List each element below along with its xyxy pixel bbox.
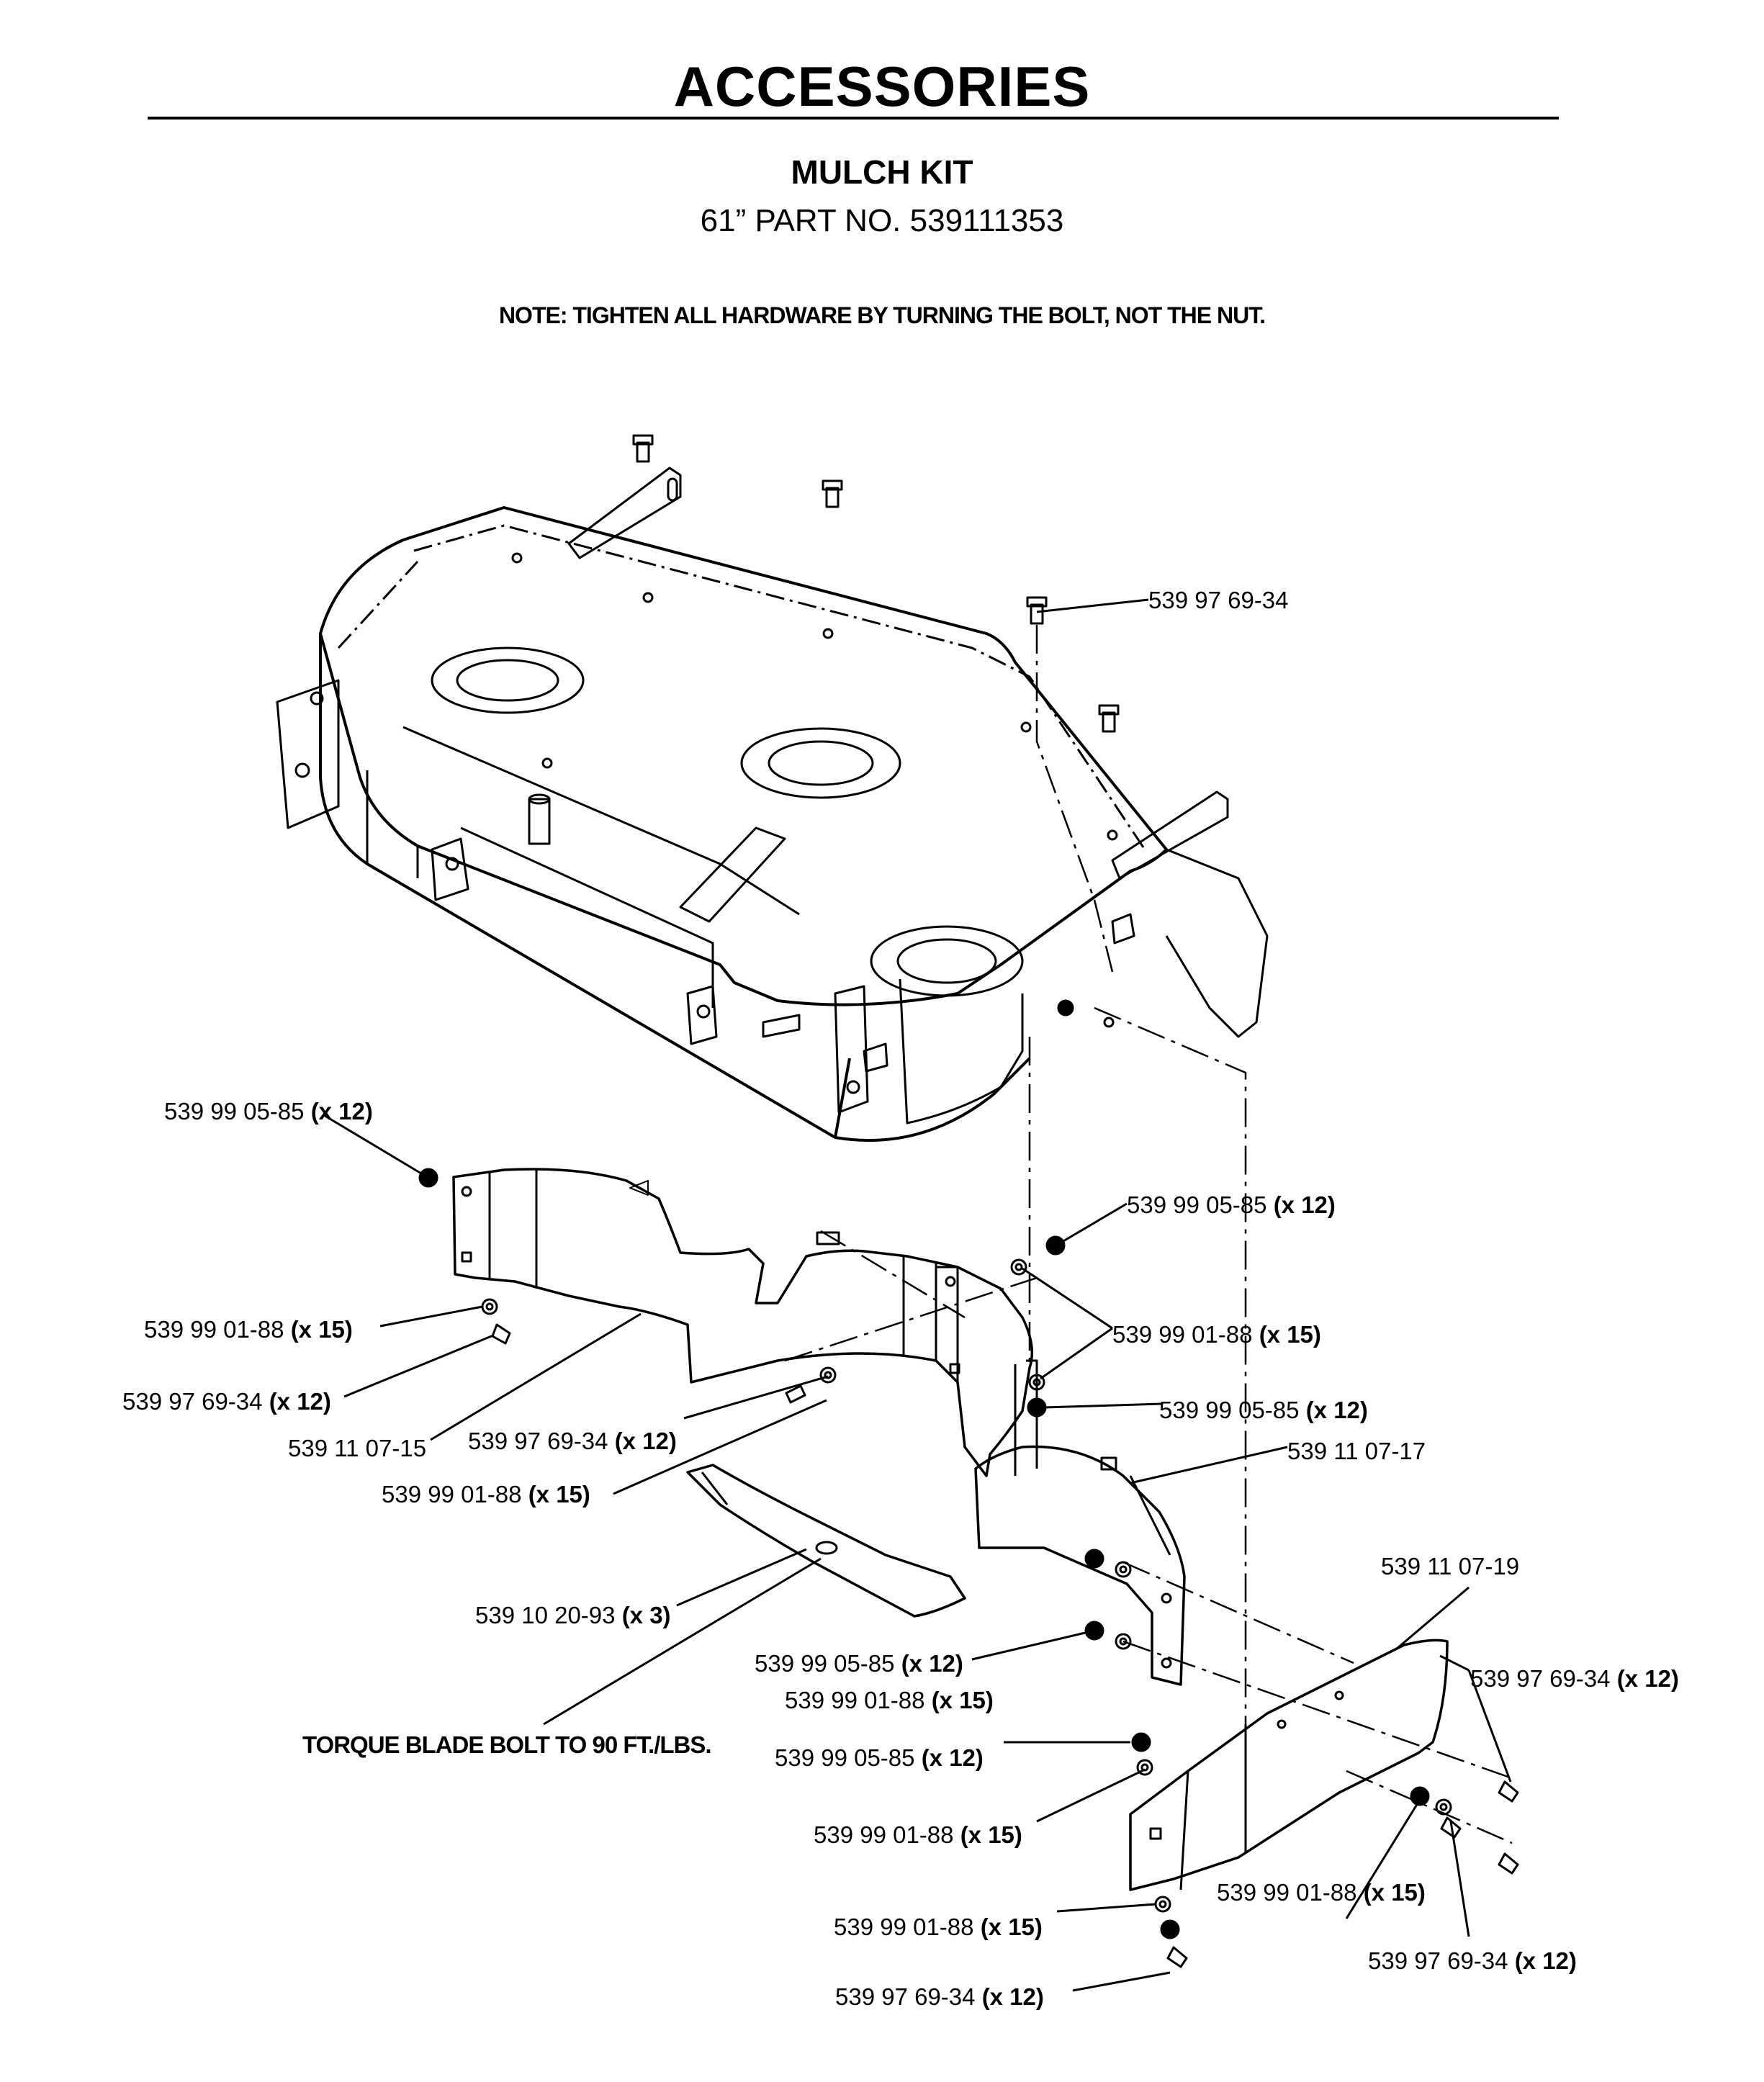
kit-name: MULCH KIT <box>791 153 973 191</box>
page-title: ACCESSORIES <box>673 55 1091 118</box>
blade-539-10-20-93 <box>686 1464 966 1618</box>
callout-label: 539 97 69-34 (x 12) <box>1368 1947 1577 1974</box>
title-rule <box>148 117 1559 120</box>
callout-label: 539 97 69-34 (x 12) <box>835 1983 1044 2010</box>
callout-label: 539 99 01-88 (x 15) <box>382 1481 590 1508</box>
callout-label: 539 99 01-88 (x 15) <box>1217 1879 1426 1906</box>
callout-label: 539 99 05-85 (x 12) <box>164 1098 373 1125</box>
baffle-539-11-07-17 <box>974 1359 1186 1686</box>
callout-label: 539 11 07-15 <box>288 1435 427 1461</box>
kit-part-number: 61” PART NO. 539111353 <box>700 203 1064 238</box>
callout-label: 539 97 69-34 (x 12) <box>468 1428 677 1454</box>
callout-label: 539 11 07-17 <box>1287 1438 1426 1464</box>
callout-label: 539 99 01-88 (x 15) <box>814 1821 1022 1848</box>
callout-label: 539 97 69-34 (x 12) <box>1470 1665 1679 1692</box>
hardware-bolts <box>491 1323 1519 1968</box>
hardware-nuts <box>418 1168 1430 1939</box>
callout-label: 539 99 05-85 (x 12) <box>1127 1191 1336 1218</box>
torque-note: TORQUE BLADE BOLT TO 90 FT./LBS. <box>302 1731 712 1758</box>
alignment-lines <box>784 625 1513 1844</box>
hardware-note: NOTE: TIGHTEN ALL HARDWARE BY TURNING TH… <box>498 302 1266 328</box>
callout-label: 539 99 05-85 (x 12) <box>1159 1397 1368 1423</box>
deck-bolts <box>632 434 1120 733</box>
callout-label: 539 11 07-19 <box>1381 1553 1520 1579</box>
mower-deck <box>276 467 1269 1142</box>
hardware-washers <box>481 1258 1452 1913</box>
leader-lines <box>322 598 1512 1992</box>
callout-label: 539 99 01-88 (x 15) <box>785 1687 994 1713</box>
callout-label: 539 97 69-34 (x 12) <box>122 1388 331 1415</box>
callout-label: 539 10 20-93 (x 3) <box>475 1602 671 1628</box>
baffle-539-11-07-19 <box>1129 1639 1449 1891</box>
callout-label: 539 99 05-85 (x 12) <box>755 1650 963 1677</box>
callout-label: 539 99 01-88 (x 15) <box>144 1316 353 1343</box>
callout-label: 539 97 69-34 <box>1148 587 1289 613</box>
callout-label: 539 99 01-88 (x 15) <box>1112 1321 1321 1348</box>
callout-label: 539 99 01-88 (x 15) <box>834 1914 1043 1940</box>
baffle-539-11-07-15 <box>452 1168 1034 1477</box>
callout-label: 539 99 05-85 (x 12) <box>775 1744 984 1771</box>
